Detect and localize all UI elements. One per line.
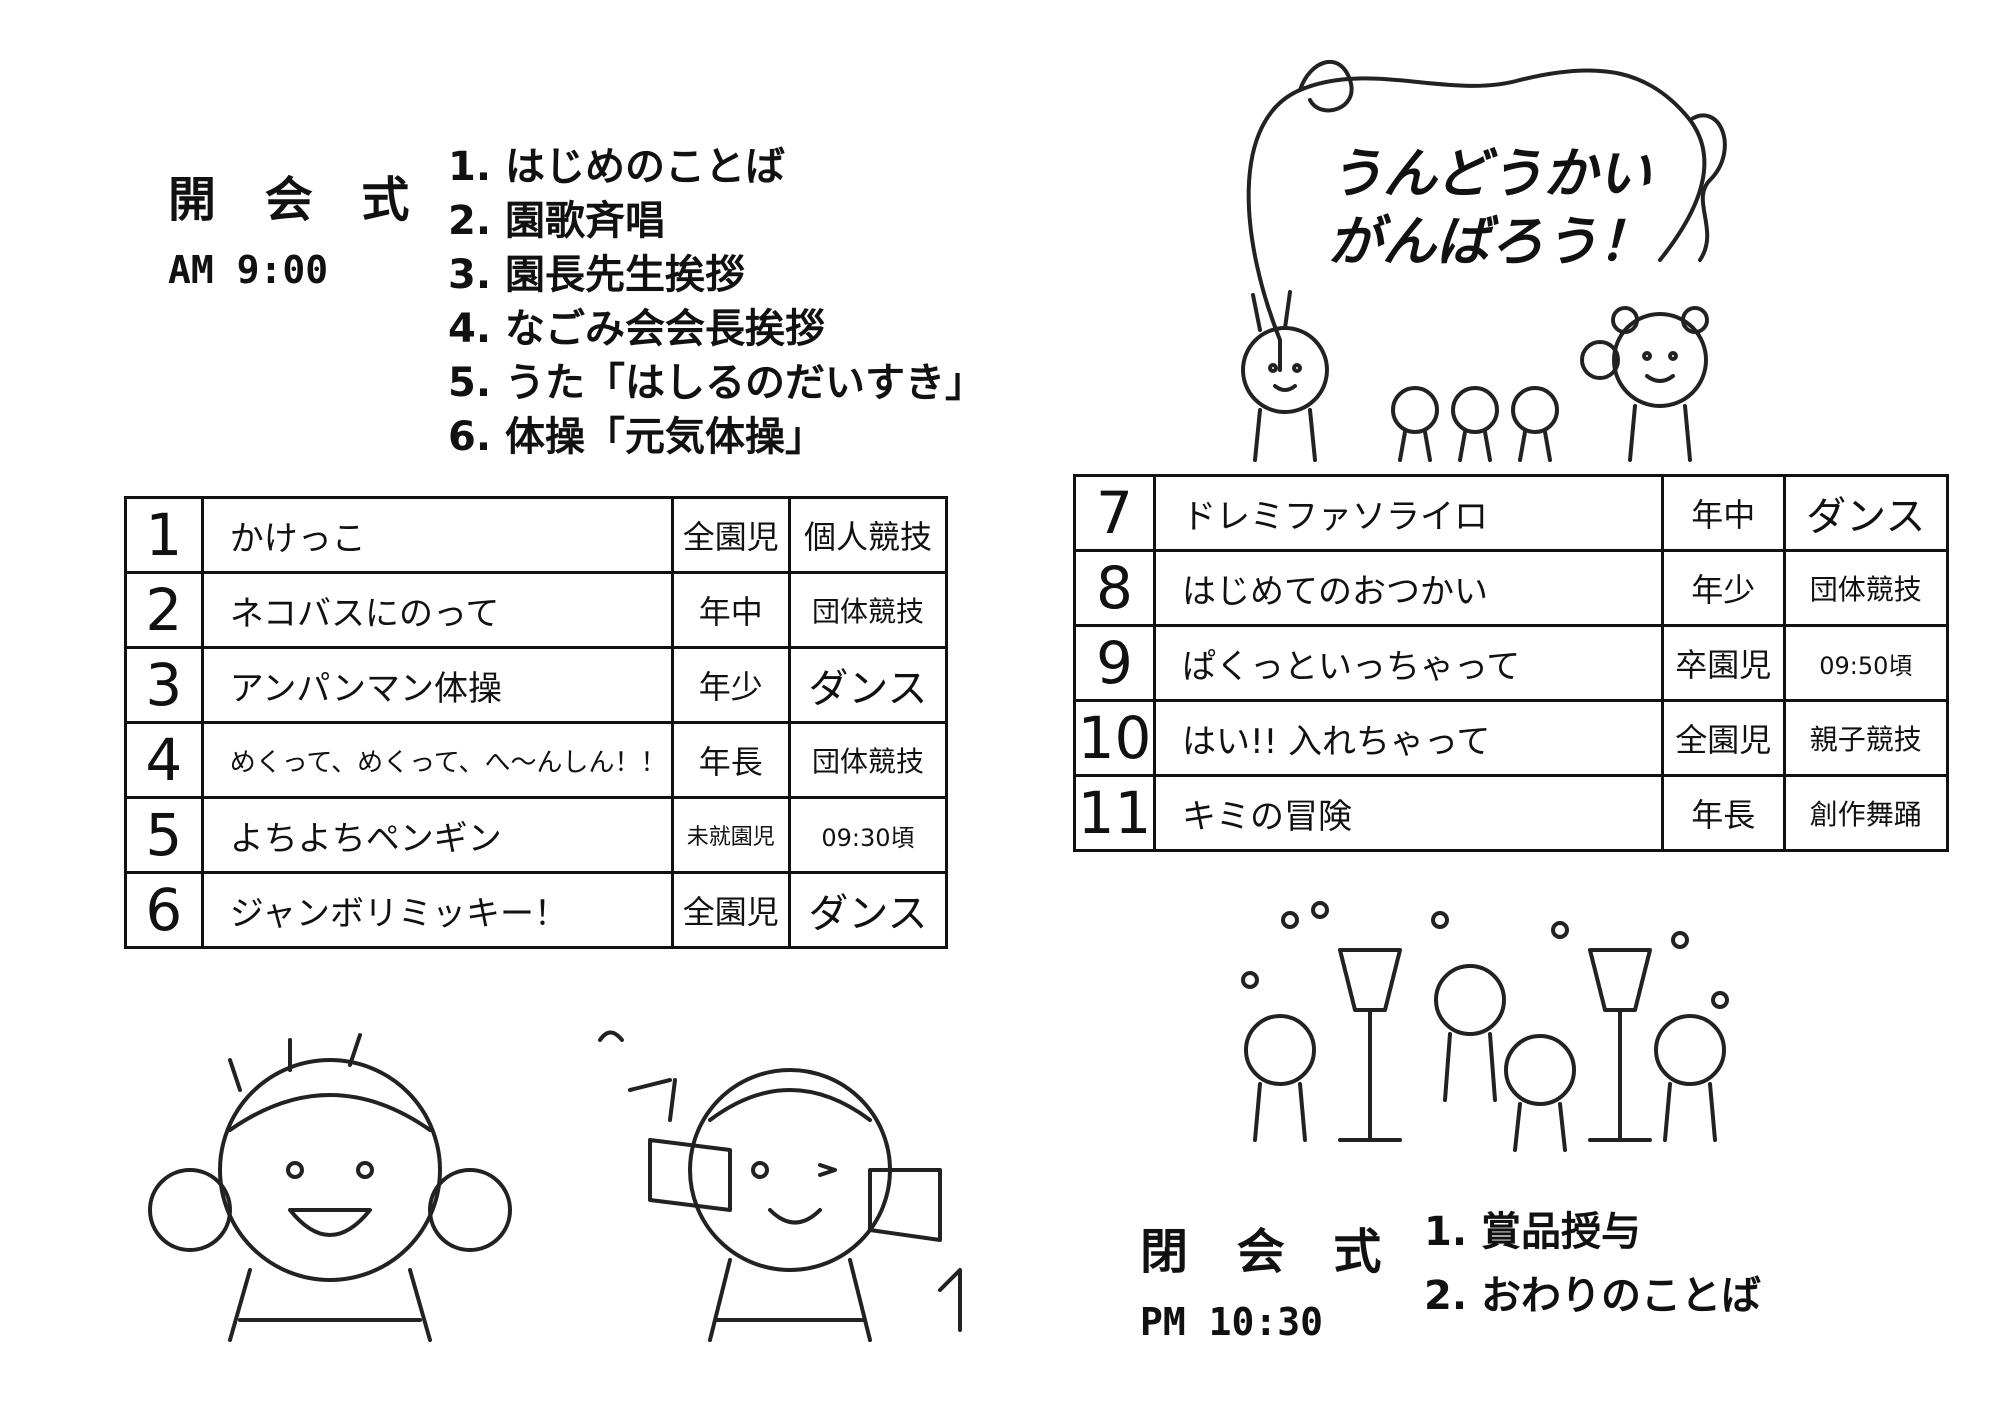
opening-agenda: 1. はじめのことば 2. 園歌斉唱 3. 園長先生挨拶 4. なごみ会会長挨拶… — [448, 140, 985, 464]
agenda-item: 2. 園歌斉唱 — [448, 198, 665, 244]
agenda-item: 1. はじめのことば — [448, 144, 785, 190]
event-number: 3 — [124, 646, 204, 724]
program-table-left: 1 かけっこ 全園児 個人競技 2 ネコバスにのって 年中 団体競技 3 アンパ… — [124, 496, 949, 949]
event-title: ドレミファソライロ — [1152, 474, 1664, 552]
event-title: アンパンマン体操 — [200, 646, 674, 724]
agenda-item: 2. おわりのことば — [1424, 1273, 1761, 1319]
closing-time: PM 10:30 — [1140, 1300, 1324, 1344]
event-kind: ダンス — [787, 871, 949, 949]
event-title: かけっこ — [200, 496, 674, 574]
event-group: 年少 — [670, 646, 791, 724]
event-number: 5 — [124, 796, 204, 874]
event-group: 年少 — [1660, 549, 1786, 627]
event-number: 9 — [1073, 624, 1156, 702]
event-title: よちよちペンギン — [200, 796, 674, 874]
table-row: 1 かけっこ 全園児 個人競技 — [124, 496, 949, 574]
event-group: 全園児 — [670, 496, 791, 574]
event-title: はい!! 入れちゃって — [1152, 699, 1664, 777]
event-kind: 09:30頃 — [787, 796, 949, 874]
table-row: 3 アンパンマン体操 年少 ダンス — [124, 646, 949, 724]
event-number: 10 — [1073, 699, 1156, 777]
event-number: 1 — [124, 496, 204, 574]
event-kind: 個人競技 — [787, 496, 949, 574]
event-number: 4 — [124, 721, 204, 799]
opening-time: AM 9:00 — [168, 248, 329, 292]
table-row: 7 ドレミファソライロ 年中 ダンス — [1073, 474, 1950, 552]
event-title: ネコバスにのって — [200, 571, 674, 649]
event-title: ぱくっといっちゃって — [1152, 624, 1664, 702]
marching-animals-illustration — [1241, 290, 1709, 462]
event-number: 7 — [1073, 474, 1156, 552]
table-row: 5 よちよちペンギン 未就園児 09:30頃 — [124, 796, 949, 874]
agenda-item: 6. 体操「元気体操」 — [448, 414, 825, 460]
event-group: 未就園児 — [670, 796, 791, 874]
closing-agenda: 1. 賞品授与 2. おわりのことば — [1424, 1200, 1761, 1328]
agenda-item: 4. なごみ会会長挨拶 — [448, 306, 825, 352]
event-group: 卒園児 — [1660, 624, 1786, 702]
event-number: 8 — [1073, 549, 1156, 627]
event-kind: ダンス — [1782, 474, 1950, 552]
event-kind: 団体競技 — [1782, 549, 1950, 627]
table-row: 11 キミの冒険 年長 創作舞踊 — [1073, 774, 1950, 852]
ribbon-banner-illustration — [1246, 59, 1727, 372]
event-kind: 09:50頃 — [1782, 624, 1950, 702]
event-group: 全園児 — [1660, 699, 1786, 777]
program-table-right: 7 ドレミファソライロ 年中 ダンス 8 はじめてのおつかい 年少 団体競技 9… — [1073, 474, 1950, 852]
table-row: 10 はい!! 入れちゃって 全園児 親子競技 — [1073, 699, 1950, 777]
event-number: 2 — [124, 571, 204, 649]
event-kind: 団体競技 — [787, 721, 949, 799]
event-kind: ダンス — [787, 646, 949, 724]
event-title: めくって、めくって、へ～んしん！！ — [200, 721, 674, 799]
table-row: 6 ジャンボリミッキー！ 全園児 ダンス — [124, 871, 949, 949]
banner-title: うんどうかい がんばろう！ — [1300, 140, 1680, 276]
agenda-item: 1. 賞品授与 — [1424, 1209, 1641, 1255]
agenda-item: 3. 園長先生挨拶 — [448, 252, 745, 298]
banner-line: うんどうかい — [1328, 142, 1652, 205]
cheerleader-children-illustration — [148, 1030, 962, 1342]
banner-line: がんばろう！ — [1328, 210, 1652, 273]
event-group: 年長 — [670, 721, 791, 799]
event-group: 年長 — [1660, 774, 1786, 852]
event-group: 全園児 — [670, 871, 791, 949]
event-group: 年中 — [1660, 474, 1786, 552]
agenda-item: 5. うた「はしるのだいすき」 — [448, 360, 985, 406]
event-title: キミの冒険 — [1152, 774, 1664, 852]
table-row: 8 はじめてのおつかい 年少 団体競技 — [1073, 549, 1950, 627]
event-kind: 親子競技 — [1782, 699, 1950, 777]
opening-heading: 開 会 式 — [168, 172, 426, 228]
table-row: 2 ネコバスにのって 年中 団体競技 — [124, 571, 949, 649]
event-title: ジャンボリミッキー！ — [200, 871, 674, 949]
event-group: 年中 — [670, 571, 791, 649]
event-kind: 団体競技 — [787, 571, 949, 649]
event-number: 6 — [124, 871, 204, 949]
event-title: はじめてのおつかい — [1152, 549, 1664, 627]
event-number: 11 — [1073, 774, 1156, 852]
event-kind: 創作舞踊 — [1782, 774, 1950, 852]
table-row: 9 ぱくっといっちゃって 卒園児 09:50頃 — [1073, 624, 1950, 702]
table-row: 4 めくって、めくって、へ～んしん！！ 年長 団体競技 — [124, 721, 949, 799]
closing-heading: 閉 会 式 — [1140, 1224, 1398, 1280]
ball-toss-illustration — [1241, 901, 1729, 1152]
